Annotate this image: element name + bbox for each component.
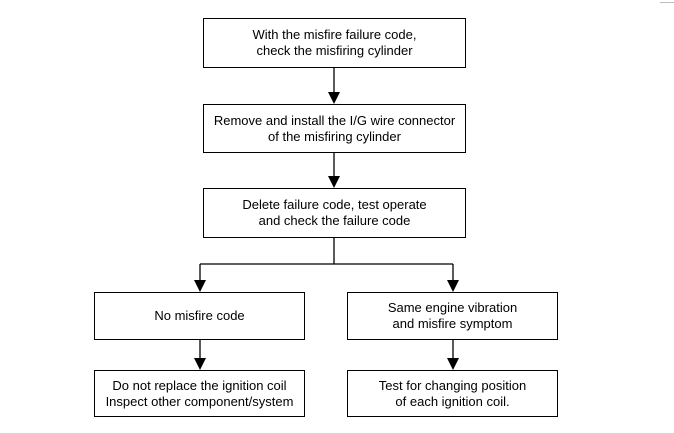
step1-line2: check the misfiring cylinder [256,43,413,58]
arrowhead-left-result [194,280,206,292]
action-do-not-replace-coil: Do not replace the ignition coil Inspect… [94,370,305,417]
arrowhead-right-result [447,280,459,292]
step2-line1: Remove and install the I/G wire connecto… [213,112,456,128]
step3-line2: and check the failure code [258,213,411,228]
step-check-misfiring-cylinder: With the misfire failure code, check the… [203,18,466,68]
corner-mark [660,2,674,3]
step-delete-failure-code: Delete failure code, test operate and ch… [203,188,466,238]
step3-line1: Delete failure code, test operate [242,197,427,212]
step1-line1: With the misfire failure code, [252,27,417,42]
left-action-line2: Inspect other component/system [105,393,294,409]
arrowhead-right-action [447,358,459,370]
action-test-changing-coil-position: Test for changing position of each ignit… [347,370,558,417]
arrowhead-step3 [328,176,340,188]
right-action-line2: of each ignition coil. [395,393,510,409]
right-action-line1: Test for changing position [378,377,527,393]
result-same-vibration: Same engine vibration and misfire sympto… [347,292,558,340]
right-result-line1: Same engine vibration [387,300,518,315]
left-result-label: No misfire code [154,308,245,323]
arrowhead-left-action [194,358,206,370]
left-action-line1: Do not replace the ignition coil [112,377,287,393]
step-remove-install-connector: Remove and install the I/G wire connecto… [203,104,466,153]
step2-line2: of the misfiring cylinder [268,128,401,144]
result-no-misfire-code: No misfire code [94,292,305,340]
arrowhead-step2 [328,92,340,104]
right-result-line2: and misfire symptom [392,316,513,331]
